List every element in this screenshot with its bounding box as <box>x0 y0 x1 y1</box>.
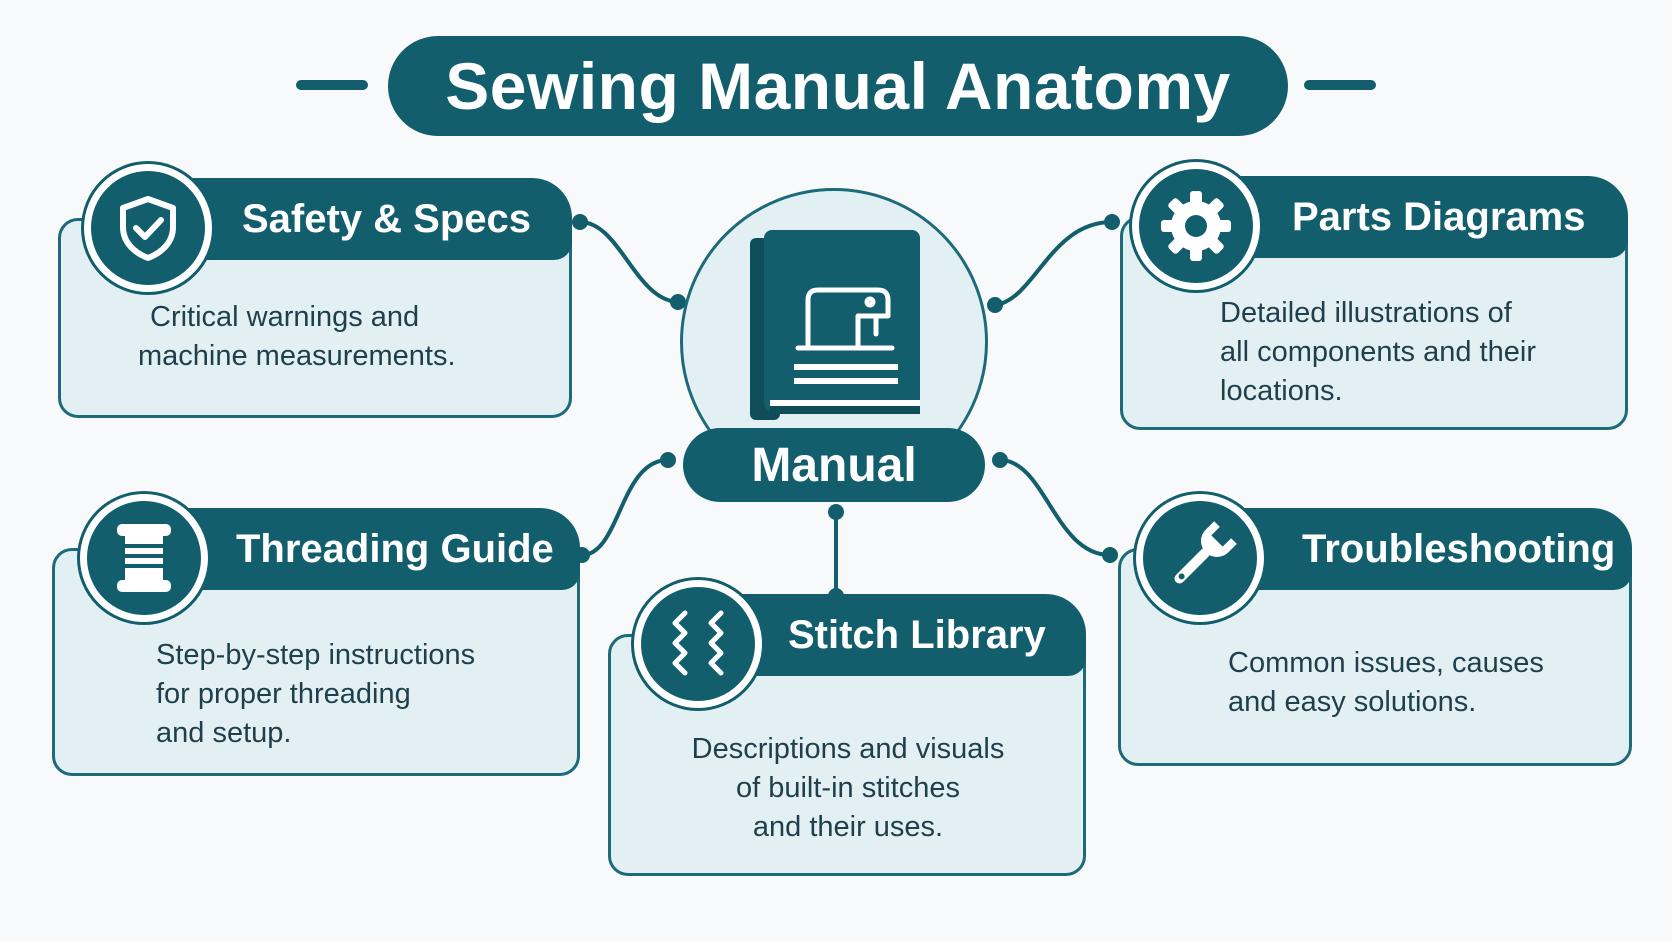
description-line: for proper threading <box>156 678 411 710</box>
description-line: Descriptions and visuals <box>691 733 1005 765</box>
title-dash-right <box>1304 80 1376 90</box>
card-troubleshooting: Troubleshooting Common issues, causes an… <box>1118 494 1632 766</box>
connector-parts <box>993 220 1114 307</box>
shield-check-icon <box>84 164 212 292</box>
card-description: Descriptions and visuals of built-in sti… <box>628 730 1068 847</box>
zigzag-stitch-icon <box>634 580 762 708</box>
page-title: Sewing Manual Anatomy <box>388 36 1288 136</box>
description-line: Common issues, causes <box>1228 647 1544 679</box>
card-description: Step-by-step instructions for proper thr… <box>156 636 566 753</box>
center-label: Manual <box>683 428 985 502</box>
description-line: locations. <box>1220 375 1343 407</box>
card-title: Troubleshooting <box>1302 526 1616 571</box>
connector-threading <box>580 458 670 557</box>
title-dash-left <box>296 80 368 90</box>
card-description: Common issues, causes and easy solutions… <box>1228 644 1618 722</box>
description-line: Critical warnings and <box>150 301 420 333</box>
card-description: Critical warnings and machine measuremen… <box>138 298 558 376</box>
card-title: Parts Diagrams <box>1292 194 1586 239</box>
connector-trouble <box>998 458 1112 557</box>
card-title: Stitch Library <box>788 612 1046 657</box>
description-line: Detailed illustrations of <box>1220 297 1512 329</box>
description-line: and their uses. <box>752 811 944 843</box>
description-line: all components and their <box>1220 336 1536 368</box>
card-stitch-library: Stitch Library Descriptions and visuals … <box>608 580 1086 876</box>
card-threading-guide: Threading Guide Step-by-step instruction… <box>52 494 580 776</box>
card-title: Safety & Specs <box>242 196 532 241</box>
card-description: Detailed illustrations of all components… <box>1220 294 1620 411</box>
manual-book-icon <box>750 230 920 420</box>
card-title: Threading Guide <box>236 526 554 571</box>
gear-icon <box>1132 162 1260 290</box>
description-line: of built-in stitches <box>735 772 961 804</box>
connector-safety <box>578 220 680 304</box>
card-safety-specs: Safety & Specs Critical warnings and mac… <box>58 164 572 418</box>
description-line: machine measurements. <box>138 340 456 372</box>
thread-spool-icon <box>80 494 208 622</box>
card-parts-diagrams: Parts Diagrams Detailed illustrations of… <box>1120 162 1628 430</box>
description-line: and setup. <box>156 717 292 749</box>
description-line: and easy solutions. <box>1228 686 1477 718</box>
description-line: Step-by-step instructions <box>156 639 476 671</box>
wrench-icon <box>1136 494 1264 622</box>
